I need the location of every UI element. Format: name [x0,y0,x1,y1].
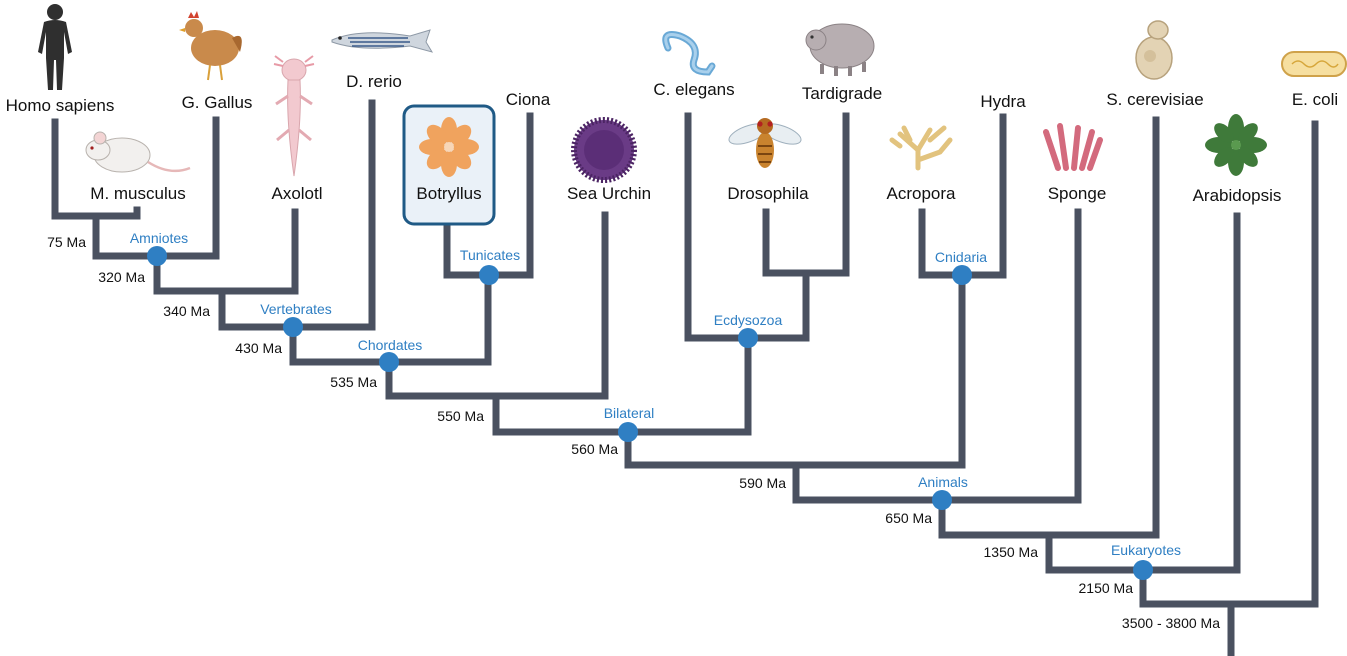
clade-labels: Amniotes Vertebrates Chordates Tunicates… [130,230,1181,558]
taxon-mouse: M. musculus [90,184,185,203]
clade-animals: Animals [918,474,968,490]
taxon-ecoli: E. coli [1292,90,1338,109]
coral-icon [892,128,950,168]
clade-vertebrates: Vertebrates [260,301,332,317]
taxa-labels: Homo sapiens M. musculus G. Gallus Axolo… [6,72,1338,205]
node-animals [932,490,952,510]
node-eukaryotes [1133,560,1153,580]
taxon-scerevisiae: S. cerevisiae [1106,90,1203,109]
clade-eukaryotes: Eukaryotes [1111,542,1181,558]
mouse-icon [86,132,190,172]
fruit-fly-icon [726,118,803,168]
clade-amniotes: Amniotes [130,230,188,246]
age-430: 430 Ma [235,340,282,356]
clade-bilateral: Bilateral [604,405,655,421]
taxon-gallus: G. Gallus [182,93,253,112]
age-340: 340 Ma [163,303,210,319]
taxon-celegans: C. elegans [653,80,734,99]
tree-branches [55,103,1315,656]
clade-tunicates: Tunicates [460,247,520,263]
age-3500-3800: 3500 - 3800 Ma [1122,615,1220,631]
branch-animals-split [628,275,962,465]
taxon-tardigrade: Tardigrade [802,84,882,103]
branch-bilateral-deuterostomes [389,215,605,396]
node-vertebrates [283,317,303,337]
node-ecdysozoa [738,328,758,348]
age-1350: 1350 Ma [984,544,1039,560]
taxon-sponge: Sponge [1048,184,1107,203]
sponge-icon [1046,126,1100,168]
branch-axolotl-join [157,212,295,291]
age-2150: 2150 Ma [1079,580,1134,596]
tardigrade-icon [806,24,874,76]
age-560: 560 Ma [571,441,618,457]
taxon-homo: Homo sapiens [6,96,115,115]
node-chordates [379,352,399,372]
axolotl-icon [274,56,314,176]
zebrafish-icon [332,30,432,52]
age-650: 650 Ma [885,510,932,526]
age-75: 75 Ma [47,234,86,250]
bacterium-icon [1282,52,1346,76]
clade-cnidaria: Cnidaria [935,249,987,265]
branch-ecdysozoa [688,116,806,338]
age-550: 550 Ma [437,408,484,424]
age-320: 320 Ma [98,269,145,285]
sea-urchin-icon [574,120,634,180]
human-silhouette-icon [38,4,72,90]
taxon-arabidopsis: Arabidopsis [1193,186,1282,205]
taxon-axolotl: Axolotl [271,184,322,203]
taxon-hydra: Hydra [980,92,1026,111]
yeast-icon [1136,21,1172,79]
node-cnidaria [952,265,972,285]
clade-chordates: Chordates [358,337,423,353]
taxon-drosophila: Drosophila [727,184,809,203]
taxon-ciona: Ciona [506,90,551,109]
branch-yeast-join [942,120,1156,535]
chicken-icon [179,11,242,80]
taxon-botryllus: Botryllus [416,184,481,203]
worm-icon [666,35,712,73]
age-535: 535 Ma [330,374,377,390]
age-590: 590 Ma [739,475,786,491]
clade-ecdysozoa: Ecdysozoa [714,312,783,328]
taxon-urchin: Sea Urchin [567,184,651,203]
taxon-acropora: Acropora [887,184,957,203]
node-bilateral [618,422,638,442]
node-tunicates [479,265,499,285]
node-amniotes [147,246,167,266]
taxon-drerio: D. rerio [346,72,402,91]
arabidopsis-plant-icon [1205,114,1267,176]
